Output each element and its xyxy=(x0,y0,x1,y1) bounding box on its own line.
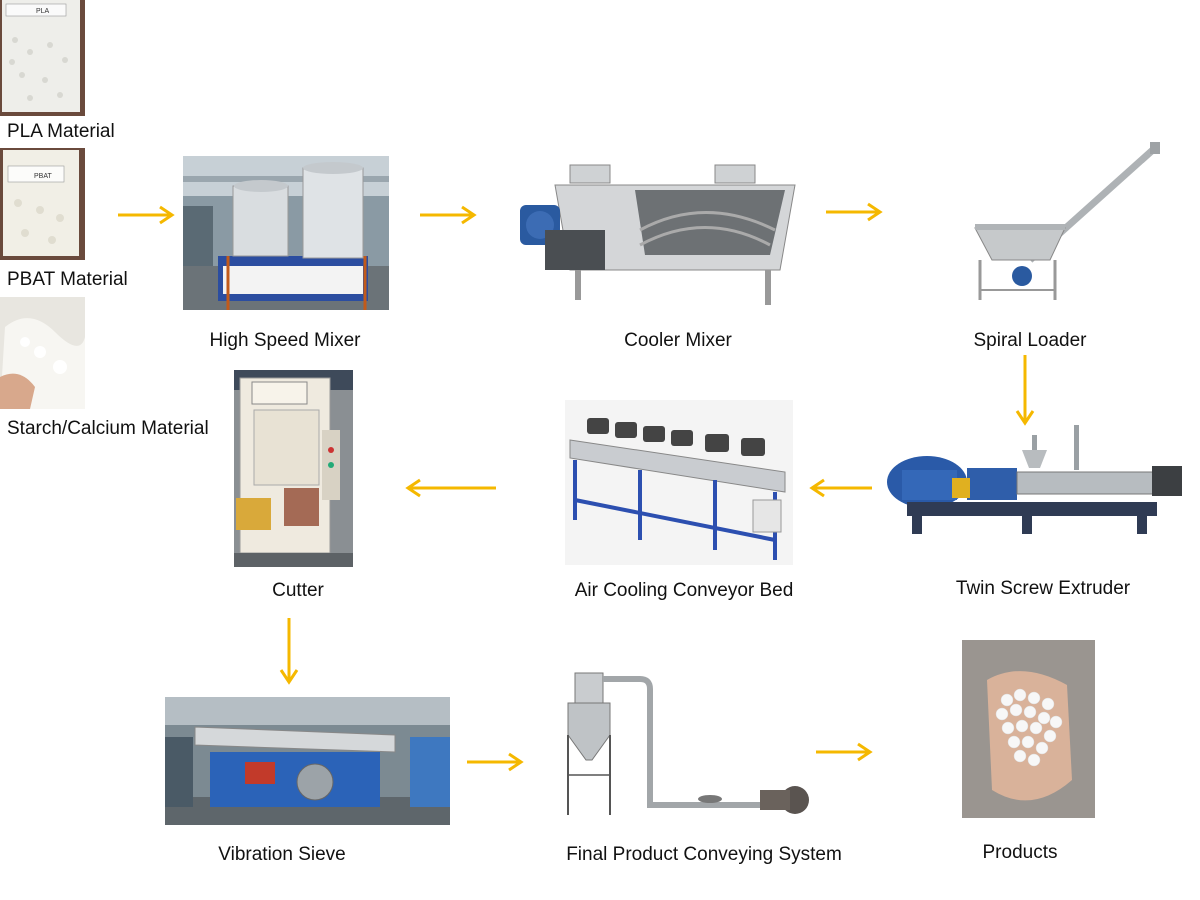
spiral-loader-label: Spiral Loader xyxy=(973,330,1087,351)
arrow-down-icon xyxy=(279,618,299,686)
arrow-right-icon xyxy=(467,752,525,772)
vibration-sieve-label: Vibration Sieve xyxy=(218,844,346,865)
vibration-sieve-photo xyxy=(165,697,450,825)
cutter-photo xyxy=(234,370,353,567)
spiral-loader-photo xyxy=(970,140,1165,305)
arrow-left-icon xyxy=(808,478,872,498)
air-cooling-conveyor-bed-photo xyxy=(565,400,793,565)
starch-calcium-material-photo xyxy=(0,297,85,409)
svg-text:PBAT: PBAT xyxy=(34,173,52,180)
high-speed-mixer-photo xyxy=(183,156,389,310)
final-product-conveying-system-label: Final Product Conveying System xyxy=(566,844,842,865)
cooler-mixer-photo xyxy=(515,160,805,310)
high-speed-mixer-label: High Speed Mixer xyxy=(209,330,361,351)
arrow-down-icon xyxy=(1015,355,1035,427)
pbat-material-label: PBAT Material xyxy=(7,269,128,290)
arrow-left-icon xyxy=(404,478,496,498)
final-product-conveying-system-photo xyxy=(560,665,815,825)
twin-screw-extruder-label: Twin Screw Extruder xyxy=(955,578,1131,599)
arrow-right-icon xyxy=(826,202,884,222)
pla-material-label: PLA Material xyxy=(7,121,115,142)
svg-text:PLA: PLA xyxy=(36,8,50,15)
products-label: Products xyxy=(982,842,1058,863)
cutter-label: Cutter xyxy=(272,580,324,601)
pbat-material-photo: PBAT xyxy=(0,148,85,260)
arrow-right-icon xyxy=(816,742,874,762)
arrow-right-icon xyxy=(118,205,176,225)
arrow-right-icon xyxy=(420,205,478,225)
cooler-mixer-label: Cooler Mixer xyxy=(624,330,732,351)
twin-screw-extruder-photo xyxy=(882,420,1190,540)
products-photo xyxy=(962,640,1095,818)
starch-calcium-material-label: Starch/Calcium Material xyxy=(7,418,209,439)
air-cooling-conveyor-bed-label: Air Cooling Conveyor Bed xyxy=(574,580,794,601)
pla-material-photo: PLA xyxy=(0,0,85,116)
